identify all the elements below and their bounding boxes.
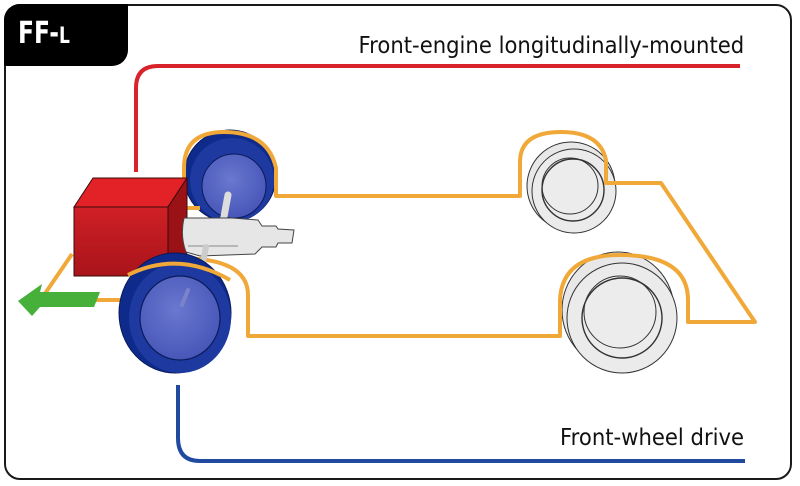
layout-code-suffix: L [58, 24, 70, 49]
forward-direction-arrow-icon [18, 284, 100, 316]
layout-code-text: FF-L [18, 16, 70, 51]
rear-left-wheel [526, 141, 617, 234]
engine-leader-line [134, 64, 740, 172]
engine-layout-label: Front-engine longitudinally-mounted [358, 33, 744, 59]
gearbox [181, 217, 295, 265]
layout-code-main: FF- [18, 16, 59, 51]
drive-type-label: Front-wheel drive [559, 425, 744, 451]
chassis-outline [40, 130, 757, 338]
diagram-frame [4, 4, 792, 480]
drive-leader-line [176, 385, 745, 463]
front-right-wheel [118, 252, 232, 374]
layout-code-badge: FF-L [4, 4, 128, 66]
front-left-wheel [183, 129, 277, 226]
rear-right-wheel [561, 251, 678, 374]
